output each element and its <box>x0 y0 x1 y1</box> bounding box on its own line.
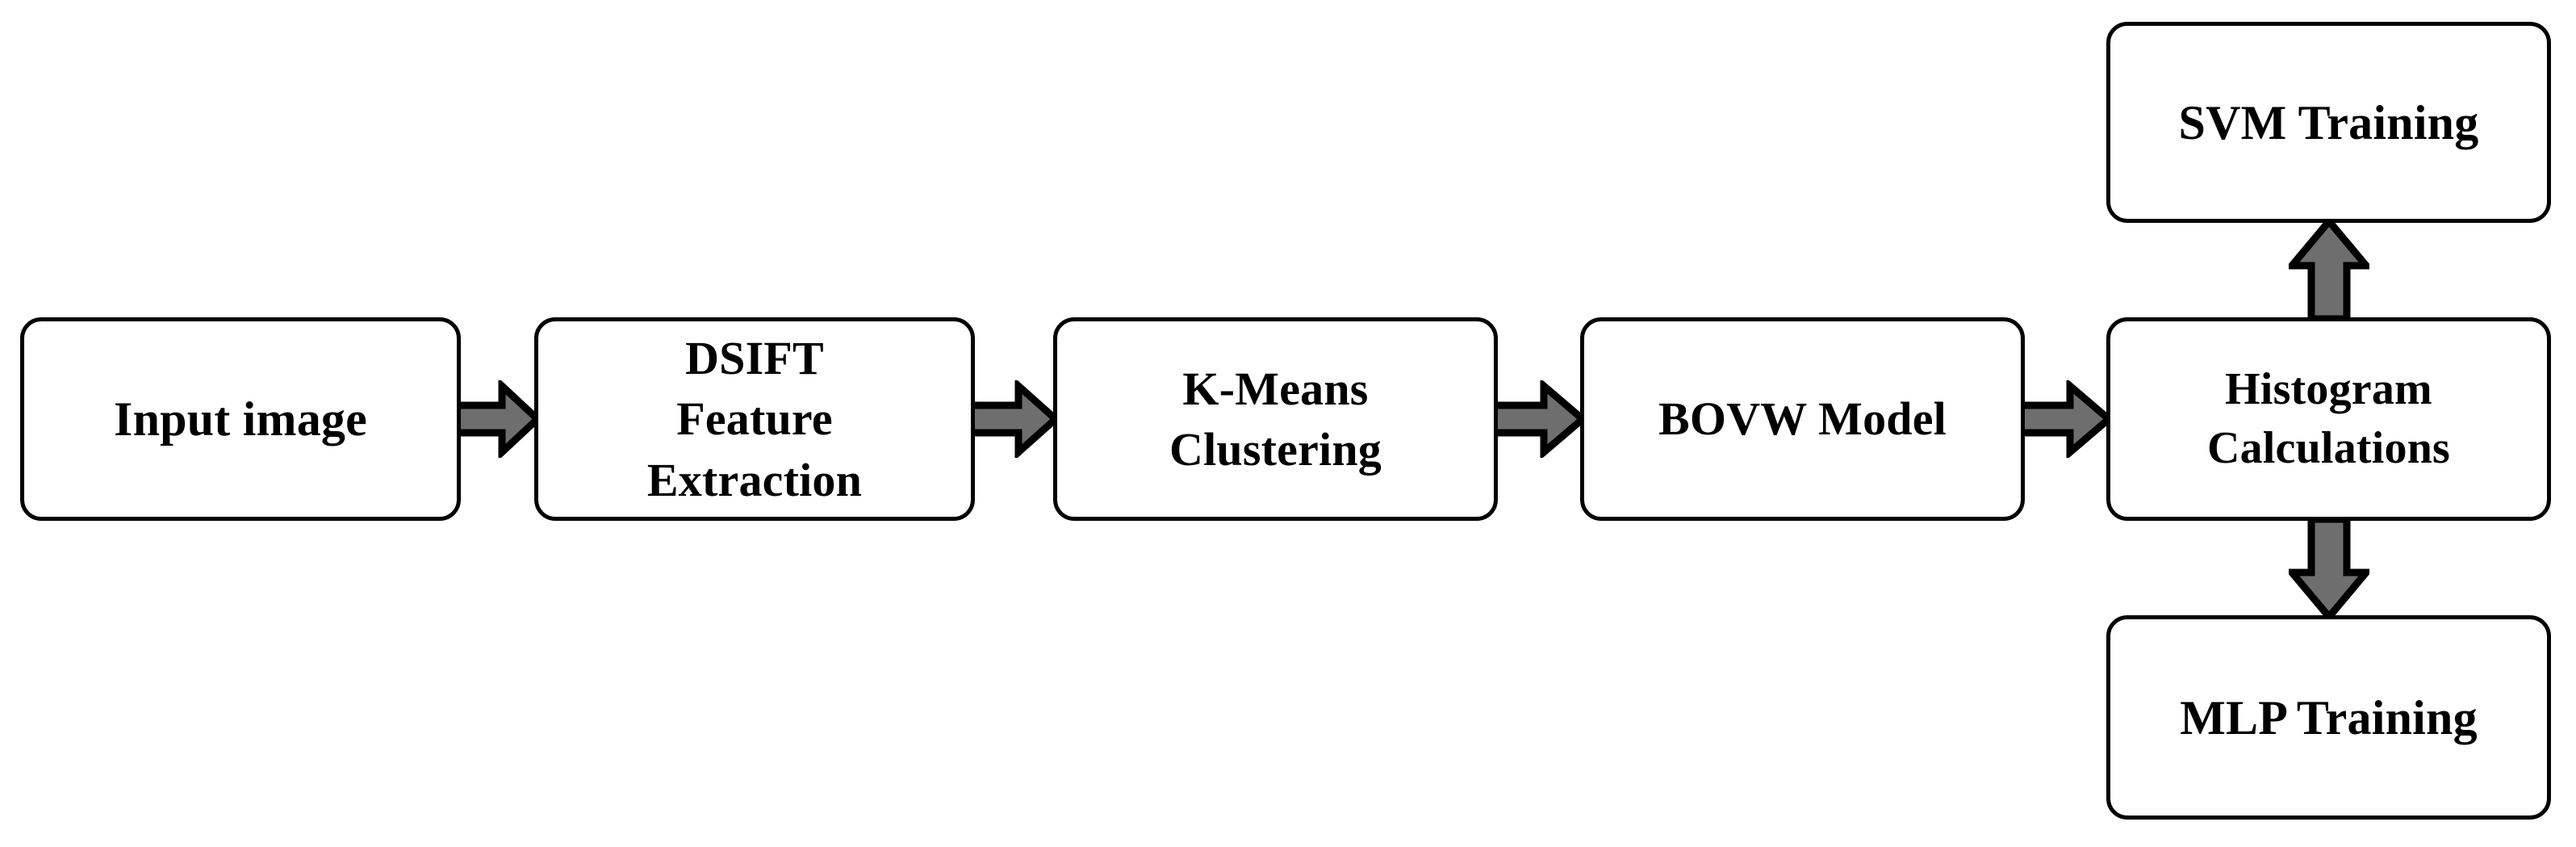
arrow-down-histogram-to-mlp <box>2289 517 2369 619</box>
arrow-up-histogram-to-svm <box>2289 219 2369 321</box>
node-label-mlp-training: MLP Training <box>2180 690 2478 744</box>
arrow-right-kmeans-to-bovw <box>1494 380 1584 458</box>
node-input-image[interactable]: Input image <box>20 317 461 521</box>
node-mlp-training[interactable]: MLP Training <box>2106 615 2551 820</box>
node-label-k-means-clustering: K-Means Clustering <box>1169 362 1382 476</box>
node-k-means-clustering[interactable]: K-Means Clustering <box>1053 317 1498 521</box>
node-histogram-calculations[interactable]: Histogram Calculations <box>2106 317 2551 521</box>
node-label-input-image: Input image <box>114 392 367 446</box>
arrow-right-dsift-to-kmeans <box>971 380 1057 458</box>
arrow-right-input-to-dsift <box>457 380 539 458</box>
node-label-bovw-model: BOVW Model <box>1658 392 1947 446</box>
node-label-histogram-calculations: Histogram Calculations <box>2206 364 2451 473</box>
node-bovw-model[interactable]: BOVW Model <box>1580 317 2025 521</box>
node-label-dsift-feature-extraction: DSIFT Feature Extraction <box>646 331 863 506</box>
arrow-right-bovw-to-histogram <box>2021 380 2110 458</box>
node-dsift-feature-extraction[interactable]: DSIFT Feature Extraction <box>534 317 975 521</box>
node-svm-training[interactable]: SVM Training <box>2106 22 2551 223</box>
node-label-svm-training: SVM Training <box>2178 95 2479 149</box>
